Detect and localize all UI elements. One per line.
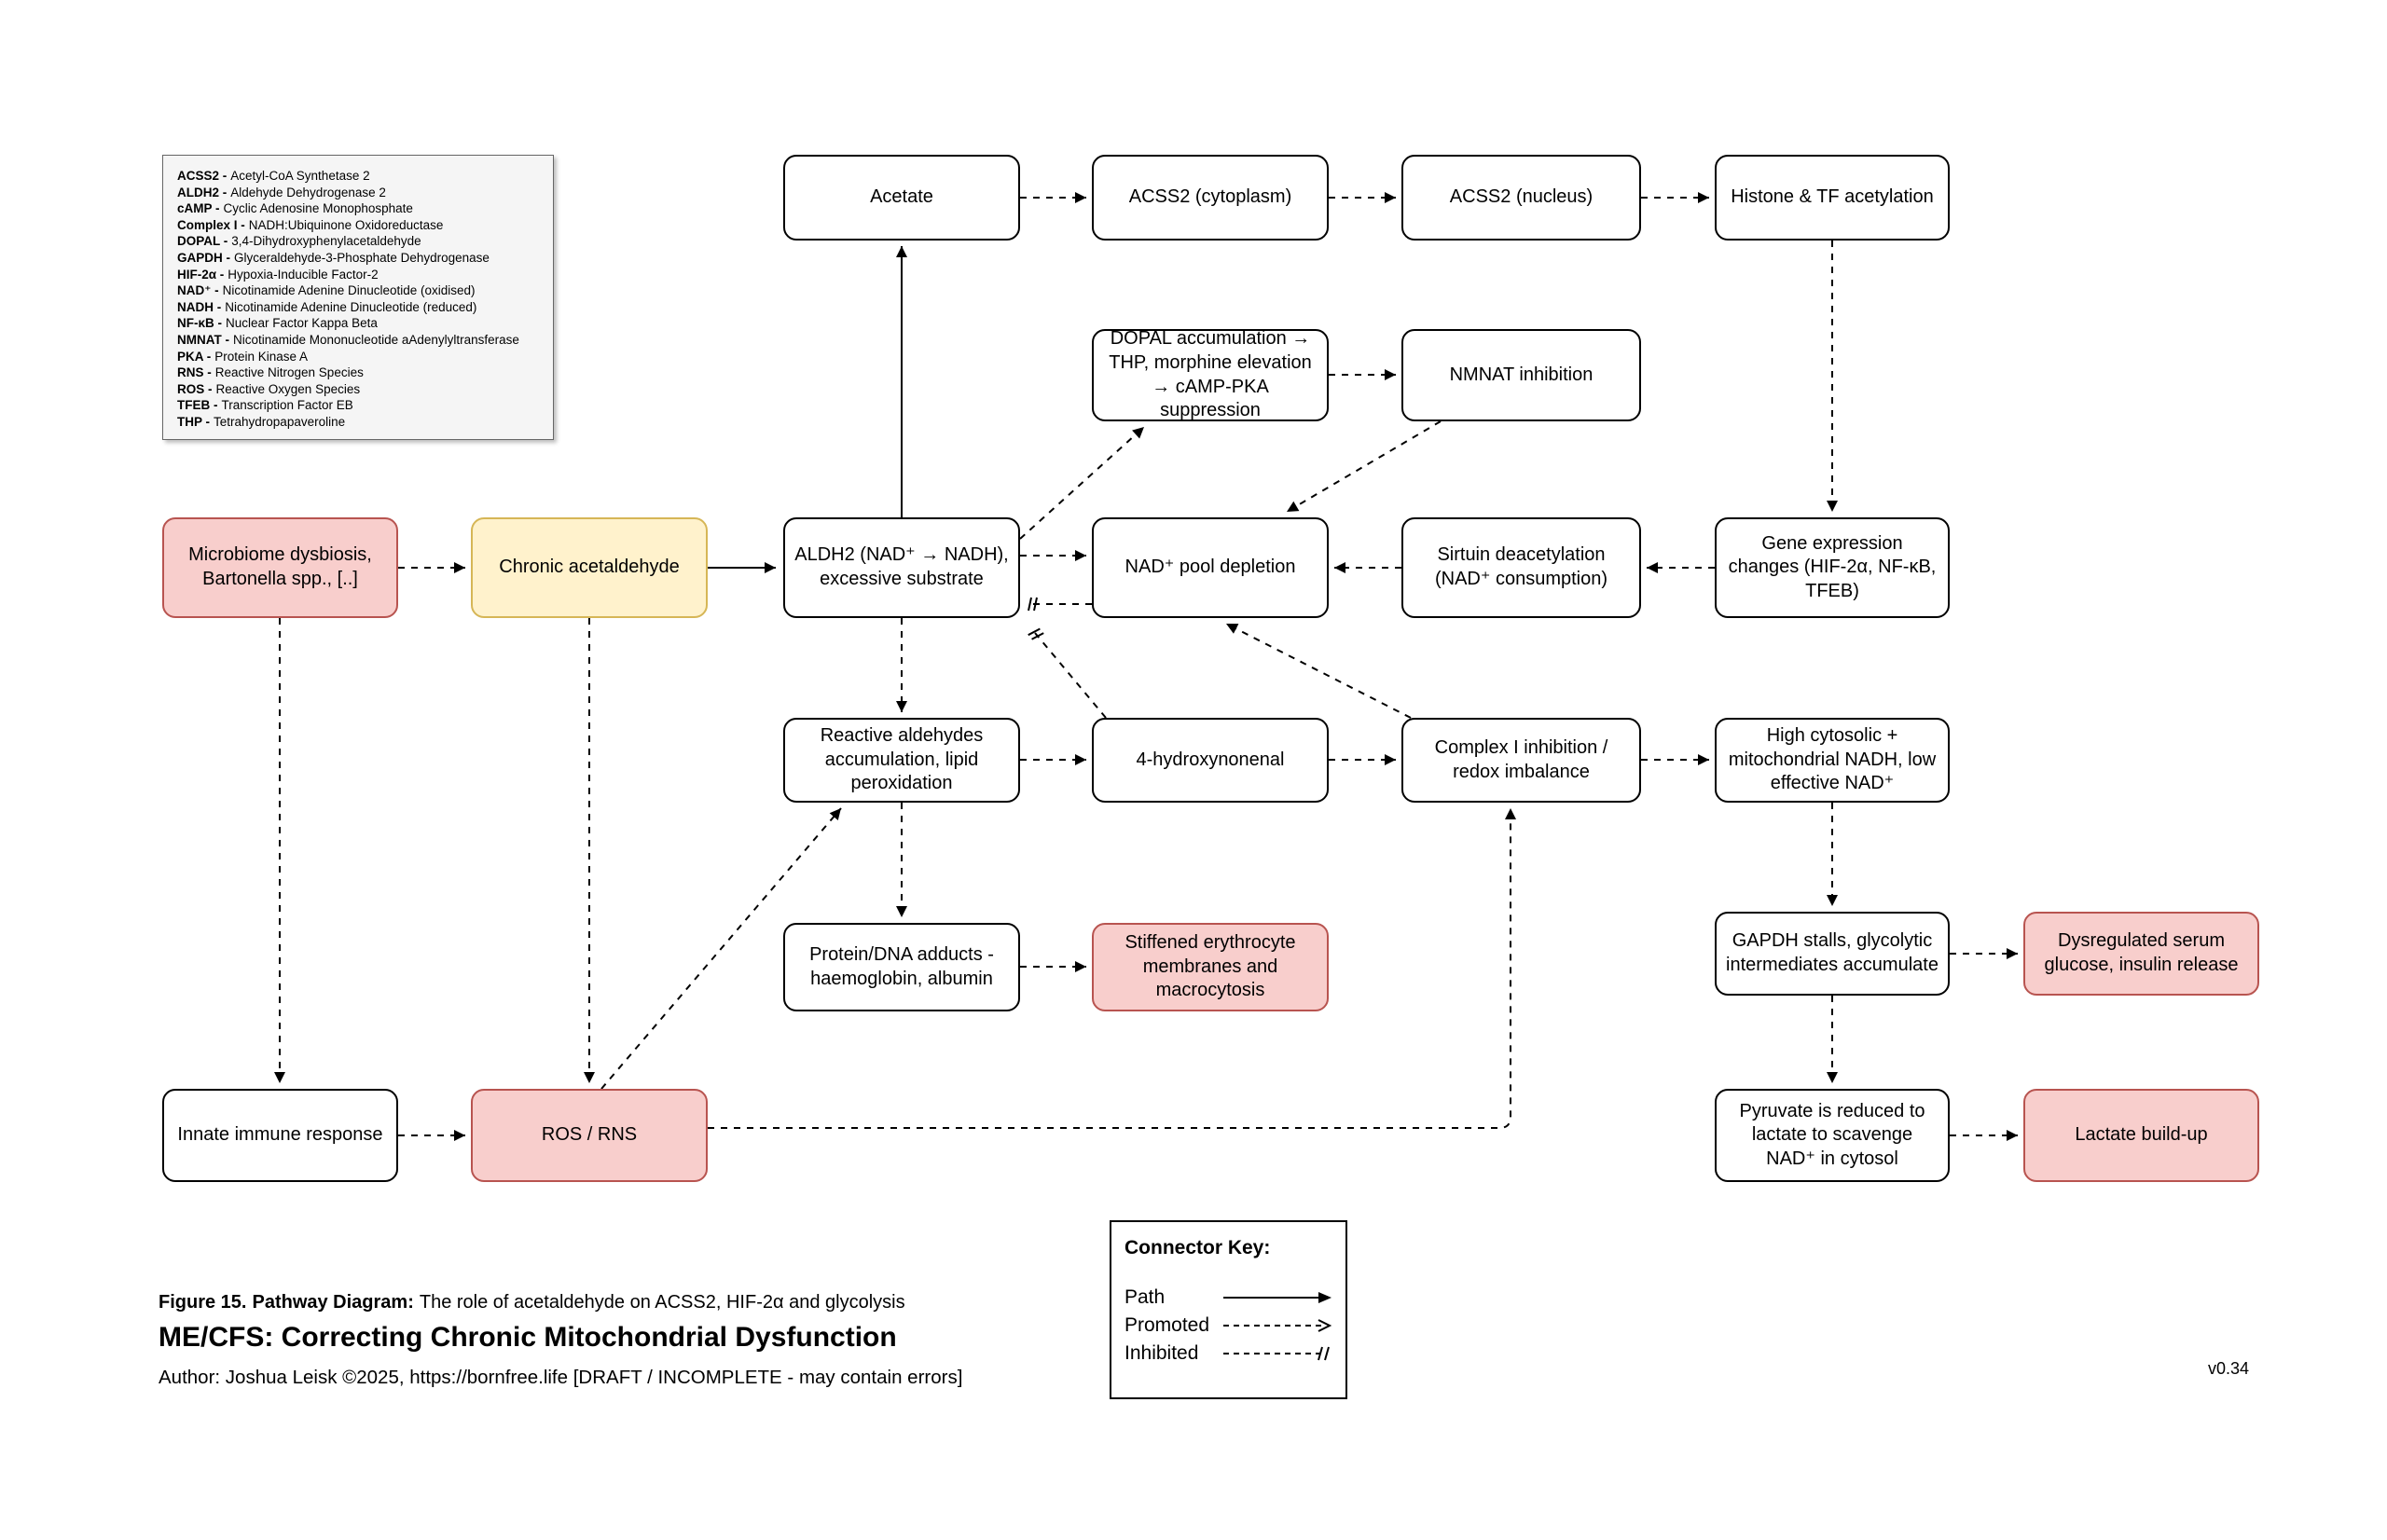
connector-key-inhibited-row: Inhibited bbox=[1125, 1340, 1332, 1368]
inhibited-line-sample bbox=[1223, 1346, 1331, 1361]
legend-item: ALDH2 -Aldehyde Dehydrogenase 2 bbox=[177, 185, 553, 201]
legend-desc: Acetyl-CoA Synthetase 2 bbox=[230, 169, 370, 183]
connector-key-path-row: Path bbox=[1125, 1284, 1332, 1312]
node-histone-tf-acetylation: Histone & TF acetylation bbox=[1715, 155, 1950, 241]
connector-key-inhibited-label: Inhibited bbox=[1125, 1342, 1199, 1364]
connector-nmnat-to-nad-pool bbox=[1286, 420, 1442, 513]
node-gene-expression-changes: Gene expression changes (HIF-2α, NF-κB, … bbox=[1715, 517, 1950, 618]
figure-number: Figure 15. bbox=[159, 1292, 247, 1313]
figure-type: Pathway Diagram: bbox=[252, 1292, 414, 1313]
legend-desc: Transcription Factor EB bbox=[221, 398, 353, 413]
node-chronic-acetaldehyde: Chronic acetaldehyde bbox=[471, 517, 708, 618]
node-protein-dna-adducts: Protein/DNA adducts - haemoglobin, album… bbox=[783, 923, 1020, 1011]
node-aldh2: ALDH2 (NAD⁺ → NADH), excessive substrate bbox=[783, 517, 1020, 618]
node-pyruvate-to-lactate: Pyruvate is reduced to lactate to scaven… bbox=[1715, 1089, 1950, 1182]
figure-subtitle: The role of acetaldehyde on ACSS2, HIF-2… bbox=[419, 1292, 905, 1313]
legend-item: Complex I -NADH:Ubiquinone Oxidoreductas… bbox=[177, 217, 553, 234]
legend-abbr: PKA - bbox=[177, 349, 212, 364]
connector-key-promoted-label: Promoted bbox=[1125, 1314, 1210, 1336]
promoted-line-sample bbox=[1223, 1319, 1332, 1332]
legend-desc: Aldehyde Dehydrogenase 2 bbox=[230, 185, 386, 199]
legend-desc: NADH:Ubiquinone Oxidoreductase bbox=[248, 217, 444, 232]
legend-desc: 3,4-Dihydroxyphenylacetaldehyde bbox=[231, 234, 421, 249]
connector-complex-i-to-nad-pool bbox=[1225, 623, 1412, 719]
legend-item: NMNAT -Nicotinamide Mononucleotide aAden… bbox=[177, 332, 553, 349]
legend-desc: Nicotinamide Adenine Dinucleotide (oxidi… bbox=[222, 283, 476, 298]
connector-key-title: Connector Key: bbox=[1125, 1237, 1271, 1258]
node-reactive-aldehydes: Reactive aldehydes accumulation, lipid p… bbox=[783, 718, 1020, 803]
legend-desc: Nuclear Factor Kappa Beta bbox=[226, 316, 378, 331]
legend-abbr: DOPAL - bbox=[177, 234, 228, 249]
legend-desc: Hypoxia-Inducible Factor-2 bbox=[228, 267, 379, 282]
legend-item: NF-κB -Nuclear Factor Kappa Beta bbox=[177, 315, 553, 332]
connector-key-path-label: Path bbox=[1125, 1286, 1166, 1308]
node-complex-i-inhibition: Complex I inhibition / redox imbalance bbox=[1401, 718, 1641, 803]
node-acss2-cytoplasm: ACSS2 (cytoplasm) bbox=[1092, 155, 1329, 241]
legend-desc: Tetrahydropapaveroline bbox=[214, 414, 346, 429]
legend-item: HIF-2α -Hypoxia-Inducible Factor-2 bbox=[177, 267, 553, 283]
connector-hne-inhibits-aldh2 bbox=[1028, 627, 1107, 719]
legend-abbr: Complex I - bbox=[177, 217, 245, 232]
node-high-nadh: High cytosolic + mitochondrial NADH, low… bbox=[1715, 718, 1950, 803]
legend-abbr: TFEB - bbox=[177, 398, 218, 413]
legend-abbr: NADH - bbox=[177, 299, 222, 314]
legend-desc: Nicotinamide Adenine Dinucleotide (reduc… bbox=[225, 299, 477, 314]
node-innate-immune-response: Innate immune response bbox=[162, 1089, 398, 1182]
node-nad-pool-depletion: NAD⁺ pool depletion bbox=[1092, 517, 1329, 618]
legend-abbr: NAD⁺ - bbox=[177, 283, 219, 298]
legend-abbr: THP - bbox=[177, 414, 211, 429]
node-lactate-buildup: Lactate build-up bbox=[2023, 1089, 2259, 1182]
legend-desc: Glyceraldehyde-3-Phosphate Dehydrogenase bbox=[234, 250, 490, 265]
connector-key-promoted-row: Promoted bbox=[1125, 1312, 1332, 1340]
legend-abbr: RNS - bbox=[177, 365, 212, 380]
node-ros-rns: ROS / RNS bbox=[471, 1089, 708, 1182]
legend-item: GAPDH - Glyceraldehyde-3-Phosphate Dehydr… bbox=[177, 250, 553, 267]
version-label: v0.34 bbox=[2208, 1359, 2250, 1378]
node-gapdh-stalls: GAPDH stalls, glycolytic intermediates a… bbox=[1715, 912, 1950, 996]
legend-item: THP -Tetrahydropapaveroline bbox=[177, 414, 553, 431]
legend-item: NADH -Nicotinamide Adenine Dinucleotide … bbox=[177, 299, 553, 316]
node-nmnat-inhibition: NMNAT inhibition bbox=[1401, 329, 1641, 421]
legend-item: ACSS2 -Acetyl-CoA Synthetase 2 bbox=[177, 168, 553, 185]
path-line-sample bbox=[1223, 1292, 1332, 1303]
legend-abbr: NF-κB - bbox=[177, 316, 223, 331]
node-dysregulated-serum-glucose: Dysregulated serum glucose, insulin rele… bbox=[2023, 912, 2259, 996]
node-stiffened-erythrocyte: Stiffened erythrocyte membranes and macr… bbox=[1092, 923, 1329, 1011]
node-acetate: Acetate bbox=[783, 155, 1020, 241]
legend-item: TFEB -Transcription Factor EB bbox=[177, 397, 553, 414]
author-line: Author: Joshua Leisk ©2025, https://born… bbox=[159, 1367, 963, 1388]
legend-abbr: cAMP - bbox=[177, 201, 220, 216]
legend-abbr: ROS - bbox=[177, 381, 213, 396]
connector-key: Connector Key: Path Promoted Inhibited bbox=[1110, 1220, 1347, 1399]
node-acss2-nucleus: ACSS2 (nucleus) bbox=[1401, 155, 1641, 241]
legend-item: DOPAL -3,4-Dihydroxyphenylacetaldehyde bbox=[177, 233, 553, 250]
connector-aldh2-to-dopal bbox=[1019, 426, 1145, 540]
connector-ros-to-reactive-aldehydes bbox=[600, 807, 842, 1090]
legend-item: RNS -Reactive Nitrogen Species bbox=[177, 364, 553, 381]
figure-caption: Figure 15.Pathway Diagram:The role of ac… bbox=[159, 1292, 905, 1313]
legend-desc: Reactive Nitrogen Species bbox=[214, 365, 364, 380]
document-title: ME/CFS: Correcting Chronic Mitochondrial… bbox=[159, 1322, 897, 1353]
legend-abbr: GAPDH - bbox=[177, 250, 230, 265]
legend-abbr: NMNAT - bbox=[177, 332, 229, 347]
legend-desc: Reactive Oxygen Species bbox=[215, 381, 361, 396]
node-microbiome-dysbiosis: Microbiome dysbiosis, Bartonella spp., [… bbox=[162, 517, 398, 618]
node-4-hydroxynonenal: 4-hydroxynonenal bbox=[1092, 718, 1329, 803]
legend-item: ROS -Reactive Oxygen Species bbox=[177, 381, 553, 398]
legend-desc: Nicotinamide Mononucleotide aAdenylyltra… bbox=[232, 332, 519, 347]
legend-desc: Protein Kinase A bbox=[214, 349, 309, 364]
legend-desc: Cyclic Adenosine Monophosphate bbox=[223, 201, 413, 216]
abbreviation-legend: ACSS2 -Acetyl-CoA Synthetase 2 ALDH2 -Al… bbox=[162, 155, 554, 440]
node-dopal-accumulation: DOPAL accumulation → THP, morphine eleva… bbox=[1092, 328, 1329, 421]
legend-item: NAD⁺ -Nicotinamide Adenine Dinucleotide … bbox=[177, 282, 553, 299]
connector-ros-to-complex-i bbox=[708, 808, 1516, 1129]
legend-item: cAMP -Cyclic Adenosine Monophosphate bbox=[177, 200, 553, 217]
legend-abbr: HIF-2α - bbox=[177, 267, 225, 282]
legend-abbr: ALDH2 - bbox=[177, 185, 228, 199]
legend-abbr: ACSS2 - bbox=[177, 169, 228, 183]
legend-item: PKA -Protein Kinase A bbox=[177, 349, 553, 365]
node-sirtuin-deacetylation: Sirtuin deacetylation (NAD⁺ consumption) bbox=[1401, 517, 1641, 618]
